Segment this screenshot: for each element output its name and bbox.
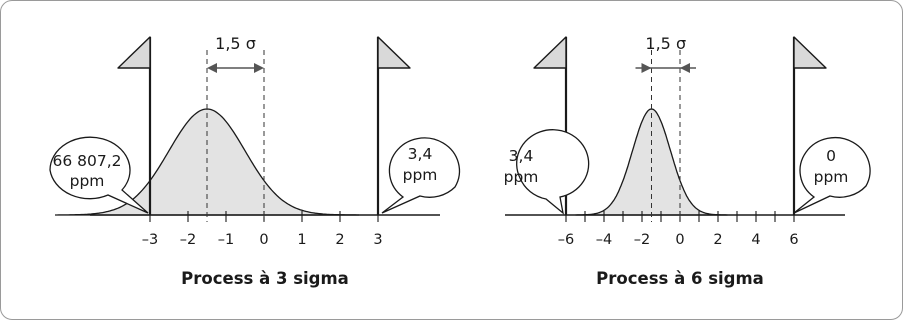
right-bubble-unit: ppm — [814, 168, 849, 186]
right-bubble-unit: ppm — [403, 166, 438, 184]
right-bubble-value: 3,4 — [408, 145, 433, 163]
axis-tick-label: 0 — [259, 232, 268, 248]
arrow-left-icon — [207, 63, 217, 73]
flag-icon — [117, 36, 151, 69]
right-bubble-value: 0 — [826, 147, 836, 165]
left-bubble-unit: ppm — [504, 168, 539, 186]
panel-caption: Process à 6 sigma — [596, 269, 764, 288]
panel-caption: Process à 3 sigma — [181, 269, 349, 288]
axis-tick-label: –4 — [596, 232, 612, 248]
axis-tick-label: 0 — [675, 232, 684, 248]
axis-tick-label: 6 — [789, 232, 798, 248]
axis-tick-label: –6 — [558, 232, 574, 248]
right-defect-bubble: 0 ppm — [793, 136, 871, 214]
upper-spec-limit-flag — [376, 36, 411, 215]
axis-tick-labels: –3 –2 –1 0 1 2 3 — [142, 232, 383, 248]
arrow-right-icon — [254, 63, 264, 73]
shift-arrow — [207, 63, 264, 73]
upper-spec-limit-flag — [792, 36, 827, 215]
arrow-left-icon — [680, 63, 690, 73]
axis-tick-label: 4 — [751, 232, 760, 248]
arrow-right-icon — [641, 63, 652, 73]
lower-spec-limit-flag — [117, 36, 152, 215]
axis-tick-label: –1 — [218, 232, 234, 248]
shift-label: 1,5 σ — [645, 34, 686, 53]
axis-tick-label: 1 — [297, 232, 306, 248]
shift-arrow — [635, 63, 696, 73]
axis-tick-label: 3 — [373, 232, 382, 248]
axis-tick-label: 2 — [335, 232, 344, 248]
flag-icon — [793, 36, 827, 69]
shift-label: 1,5 σ — [215, 34, 256, 53]
axis-tick-labels: –6 –4 –2 0 2 4 6 — [558, 232, 799, 248]
right-defect-bubble: 3,4 ppm — [381, 137, 461, 214]
flag-icon — [377, 36, 411, 69]
left-bubble-value: 3,4 — [509, 147, 534, 165]
left-bubble-unit: ppm — [70, 172, 105, 190]
left-defect-bubble: 3,4 ppm — [504, 129, 590, 215]
axis-tick-label: –2 — [634, 232, 650, 248]
left-defect-bubble: 66 807,2 ppm — [49, 136, 149, 214]
axis-ticks — [565, 211, 795, 222]
axis-tick-label: –2 — [180, 232, 196, 248]
flag-icon — [533, 36, 567, 69]
left-bubble-value: 66 807,2 — [52, 152, 121, 170]
axis-tick-label: –3 — [142, 232, 158, 248]
axis-tick-label: 2 — [713, 232, 722, 248]
